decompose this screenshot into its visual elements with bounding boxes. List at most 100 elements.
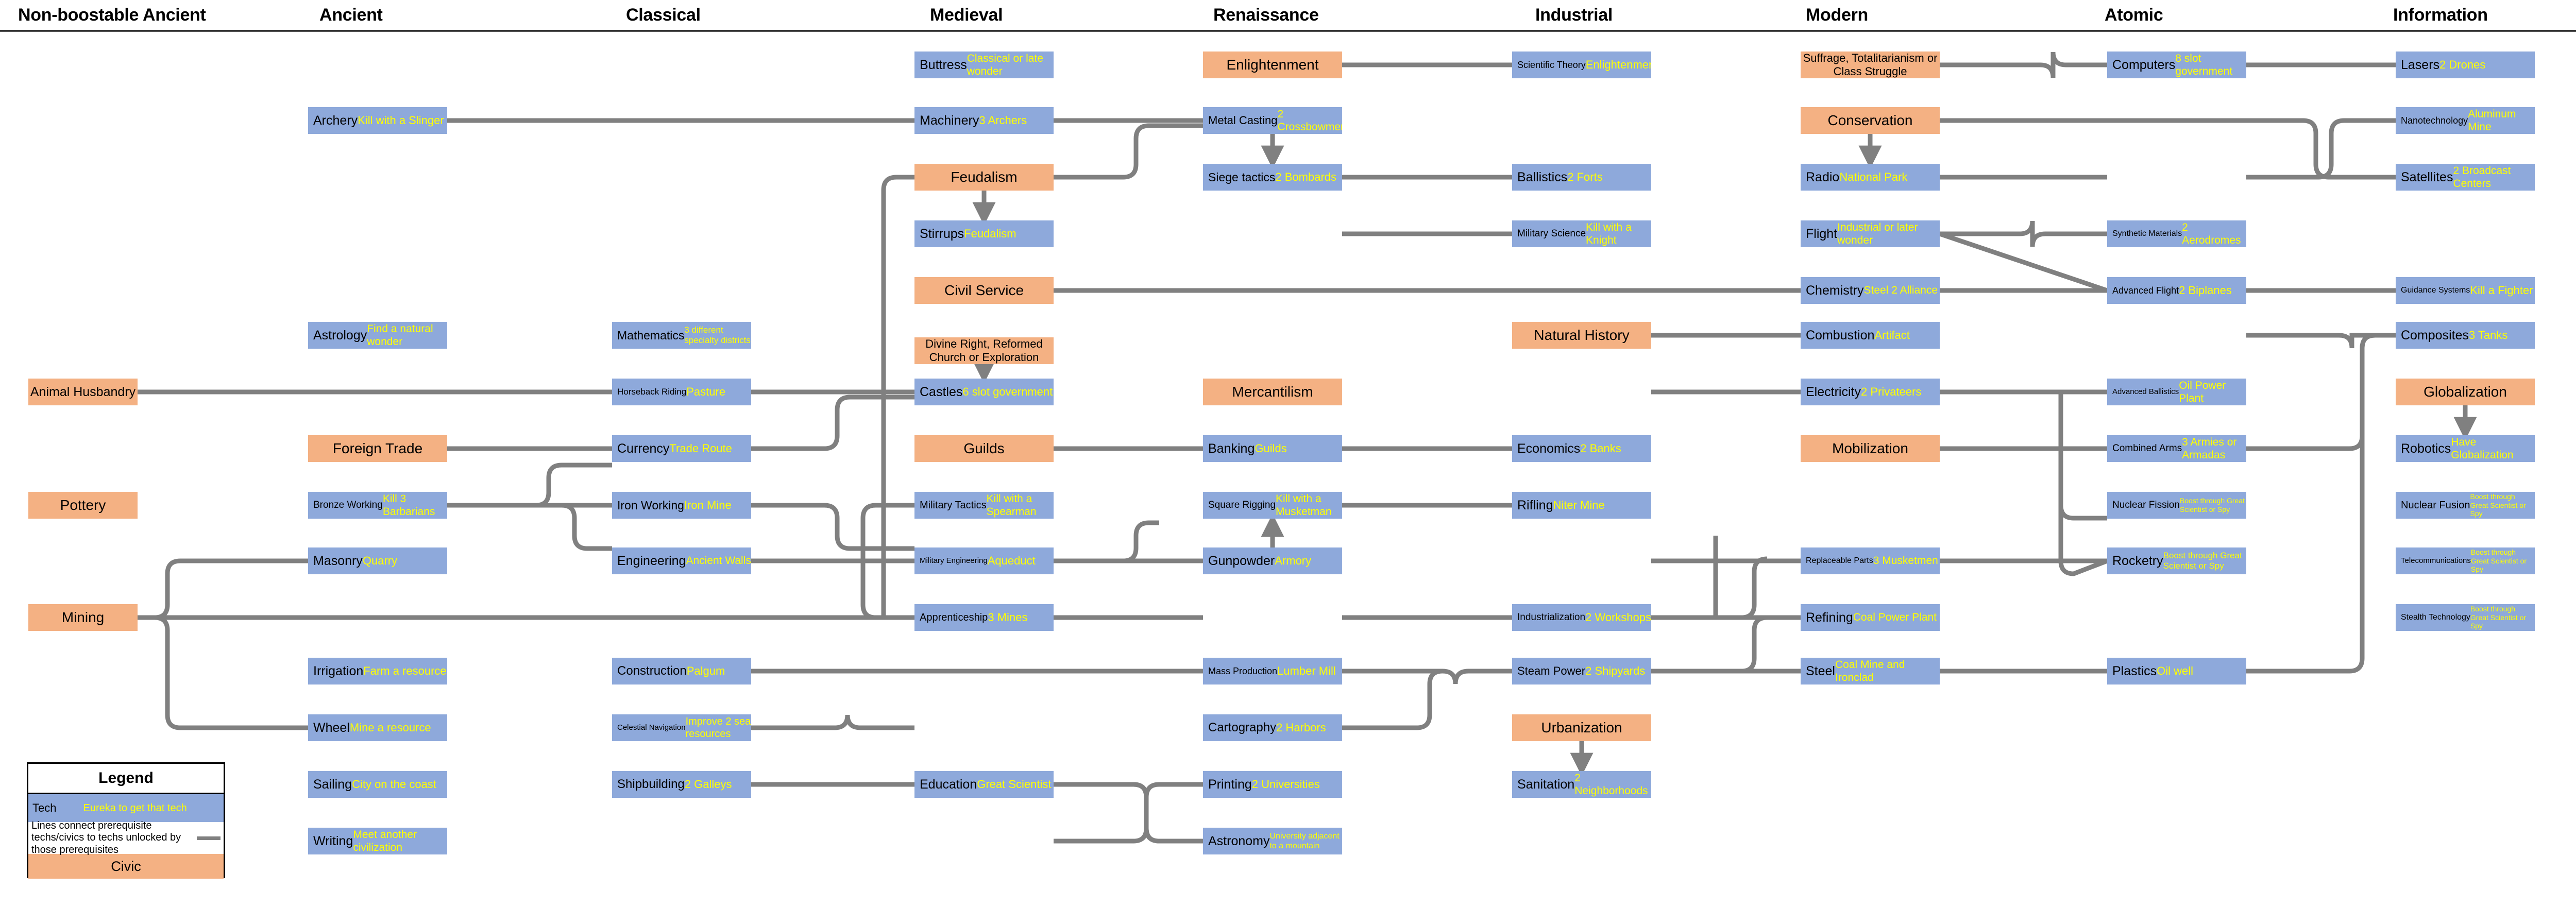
node-eureka-sailing: City on the coast: [352, 777, 436, 791]
node-natural-history[interactable]: Natural History: [1512, 322, 1651, 349]
node-mercantilism[interactable]: Mercantilism: [1203, 379, 1342, 405]
node-civil-service[interactable]: Civil Service: [914, 277, 1054, 304]
node-name-urbanization: Urbanization: [1541, 720, 1622, 736]
node-suffrage[interactable]: Suffrage, Totalitarianism or Class Strug…: [1801, 52, 1940, 78]
node-pottery[interactable]: Pottery: [28, 492, 138, 519]
node-foreign-trade[interactable]: Foreign Trade: [308, 435, 447, 462]
node-name-engineering: Engineering: [617, 553, 686, 568]
node-enlightenment[interactable]: Enlightenment: [1203, 52, 1342, 78]
node-feudalism[interactable]: Feudalism: [914, 164, 1054, 191]
node-eureka-steel: Coal Mine and Ironclad: [1835, 658, 1905, 683]
node-mobilization[interactable]: Mobilization: [1801, 435, 1940, 462]
node-globalization[interactable]: Globalization: [2396, 379, 2535, 405]
node-eureka-military-science: Kill with a Knight: [1586, 221, 1632, 246]
node-eureka-stealth-technology: Boost through Great Scientist or Spy: [2470, 604, 2527, 630]
node-urbanization[interactable]: Urbanization: [1512, 714, 1651, 741]
era-label-information: Information: [2393, 5, 2488, 25]
node-divine-right[interactable]: Divine Right, Reformed Church or Explora…: [914, 337, 1054, 364]
node-eureka-chemistry: Steel 2 Alliance: [1863, 284, 1938, 297]
node-eureka-lasers: 2 Drones: [2439, 58, 2486, 71]
node-name-buttress: Buttress: [920, 57, 967, 72]
node-name-siege-tactics: Siege tactics: [1208, 170, 1276, 184]
legend-tech-label: Tech: [32, 801, 57, 814]
legend-panel: Legend Tech Eureka to get that tech Line…: [27, 762, 225, 879]
node-eureka-computers: 8 slot government: [2175, 52, 2233, 77]
node-name-pottery: Pottery: [60, 497, 106, 514]
node-name-cartography: Cartography: [1208, 721, 1277, 735]
node-name-steel: Steel: [1806, 663, 1835, 678]
node-guilds[interactable]: Guilds: [914, 435, 1054, 462]
node-eureka-military-engineering: Aqueduct: [987, 554, 1036, 567]
node-conservation[interactable]: Conservation: [1801, 107, 1940, 134]
node-mining[interactable]: Mining: [28, 604, 138, 631]
node-animal-husbandry[interactable]: Animal Husbandry: [28, 379, 138, 405]
